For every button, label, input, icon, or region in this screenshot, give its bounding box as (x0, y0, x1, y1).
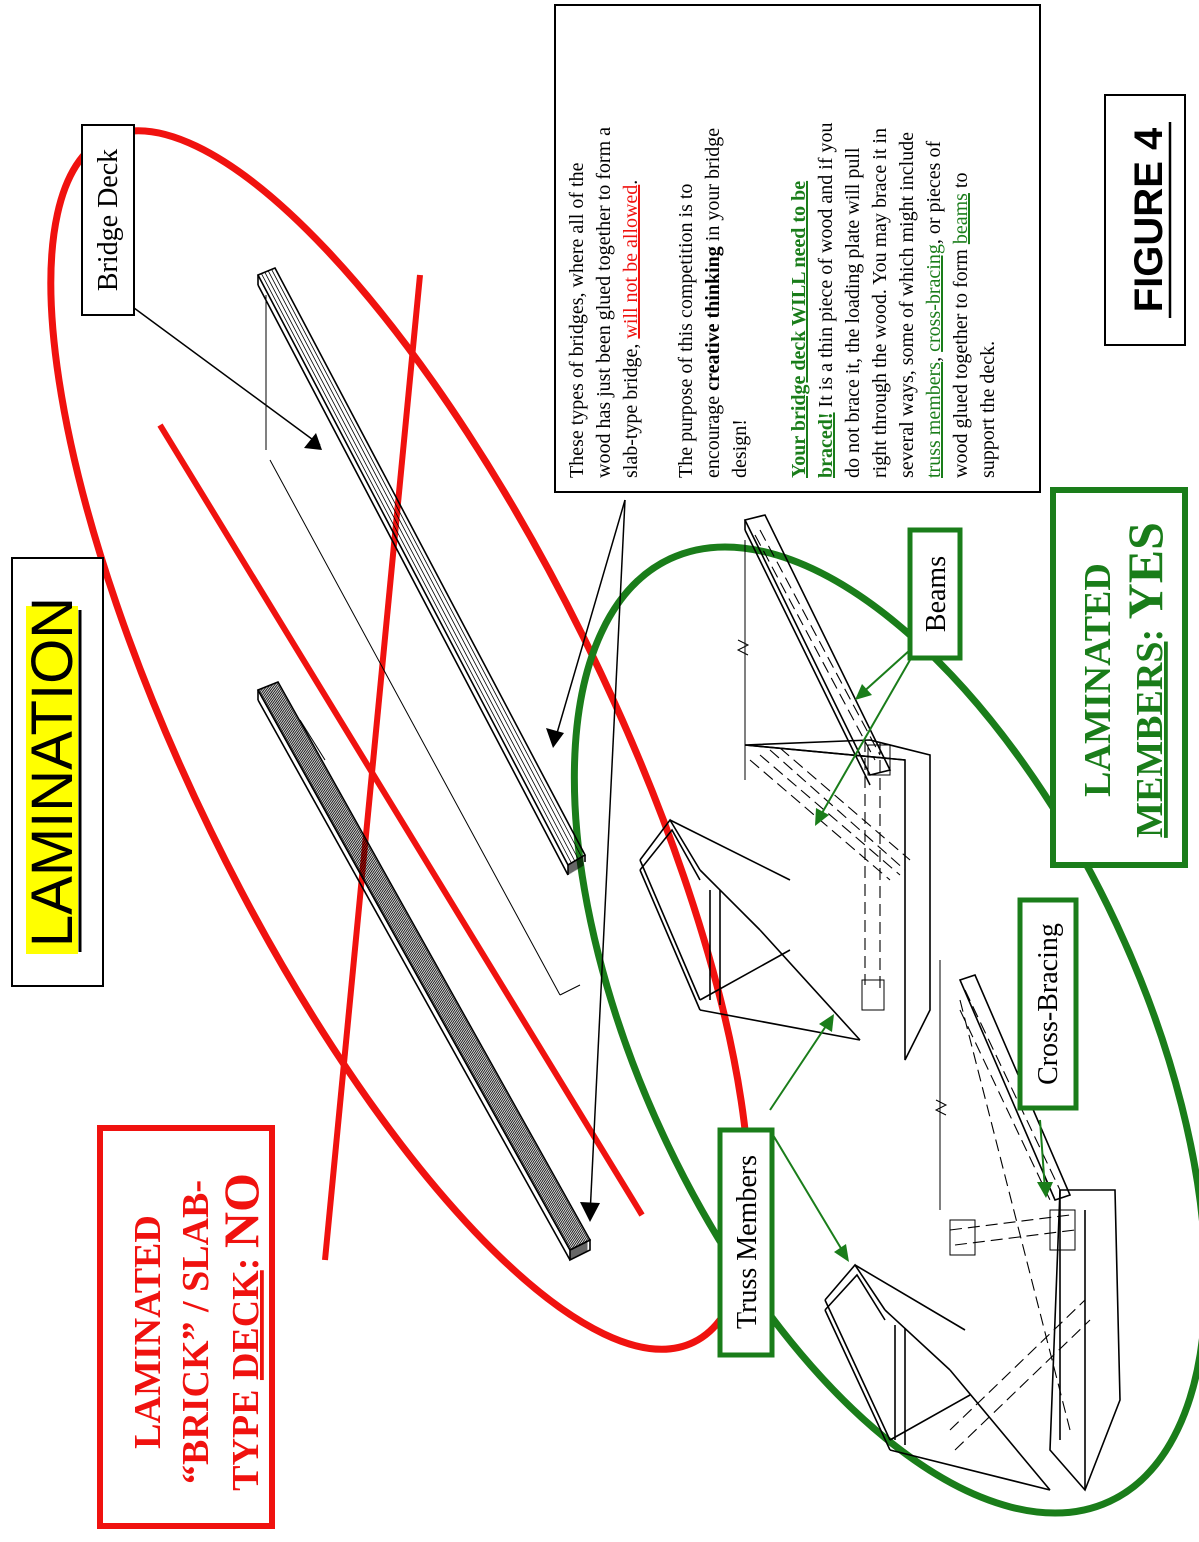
yes-panel: LAMINATED MEMBERS: YES (1050, 487, 1188, 868)
yes-verdict: YES (1117, 522, 1173, 619)
note-text: These types of bridges, where all of the… (566, 123, 999, 478)
figure-label-text: FIGURE 4 (1127, 127, 1171, 312)
note-p1-line1: These types of bridges, where all of the (566, 162, 588, 478)
deck-board-lines (261, 269, 584, 875)
yes-line-2: MEMBERS: YES (1117, 522, 1173, 838)
title-box: LAMINATION (11, 557, 104, 987)
note-p3-line2: braced! It is a thin piece of wood and i… (815, 123, 837, 478)
truss-members-label: Truss Members (732, 1155, 763, 1329)
bridge-deck-label: Bridge Deck (93, 149, 124, 291)
cross-braced-bridge-drawing (824, 960, 1121, 1492)
no-line-3-colon: : (225, 1248, 267, 1270)
no-line-3: TYPE DECK: NO (213, 1173, 269, 1491)
title-text: LAMINATION (20, 597, 85, 947)
yes-line-2-underlined: MEMBERS (1129, 642, 1171, 838)
note-p3-line5: several ways, some of which might includ… (896, 132, 918, 478)
no-line-3-underlined: DECK (225, 1270, 267, 1380)
no-line-3-prefix: TYPE (225, 1380, 267, 1491)
title-highlight (26, 606, 78, 954)
no-line-1: LAMINATED (127, 1215, 169, 1449)
no-line-2: “BRICK” / SLAB- (175, 1180, 217, 1484)
slab-laminations (259, 682, 589, 1260)
note-p2-line2: encourage creative thinking in your brid… (702, 128, 724, 478)
cross-bracing-label: Cross-Bracing (1033, 923, 1064, 1085)
note-p2-line3: design! (729, 419, 751, 478)
beam-bridge-drawing (639, 514, 931, 1061)
note-p3-line4: right through the wood. You may brace it… (869, 128, 891, 478)
note-p3-line1: Your bridge deck WILL need to be (788, 181, 810, 478)
beams-label-box: Beams (907, 527, 963, 661)
laminated-slab-drawing (256, 680, 592, 1262)
callout-arrows (129, 304, 1053, 1262)
red-cross-stroke-b (322, 274, 423, 1261)
note-not-allowed: will not be allowed (620, 185, 642, 339)
bridge-deck-label-box: Bridge Deck (81, 124, 135, 316)
note-p1-line2: wood has just been glued together to for… (593, 127, 615, 478)
no-verdict: NO (213, 1173, 269, 1248)
note-p2-line1: The purpose of this competition is to (675, 184, 697, 478)
note-p3-line8: support the deck. (977, 341, 999, 478)
note-p3-line6: truss members, cross-bracing, or pieces … (923, 141, 945, 478)
green-ellipse (570, 543, 1199, 1517)
explanation-note: These types of bridges, where all of the… (554, 4, 1041, 493)
beams-label: Beams (921, 556, 952, 632)
no-panel: LAMINATED “BRICK” / SLAB- TYPE DECK: NO (97, 1125, 275, 1529)
note-p3-line7: wood glued together to form beams to (950, 173, 972, 479)
bridge-deck-drawing (256, 266, 587, 996)
figure-label-box: FIGURE 4 (1104, 94, 1186, 346)
note-creative-thinking: creative thinking (702, 246, 724, 391)
yes-line-1: LAMINATED (1077, 563, 1119, 797)
yes-line-2-colon: : (1129, 619, 1171, 641)
red-cross-stroke-a (157, 423, 645, 1217)
truss-members-label-box: Truss Members (717, 1127, 775, 1358)
note-p3-line3: do not brace it, the loading plate will … (842, 147, 864, 478)
note-p1-line3: slab-type bridge, will not be allowed. (620, 180, 642, 478)
cross-bracing-label-box: Cross-Bracing (1017, 897, 1079, 1111)
